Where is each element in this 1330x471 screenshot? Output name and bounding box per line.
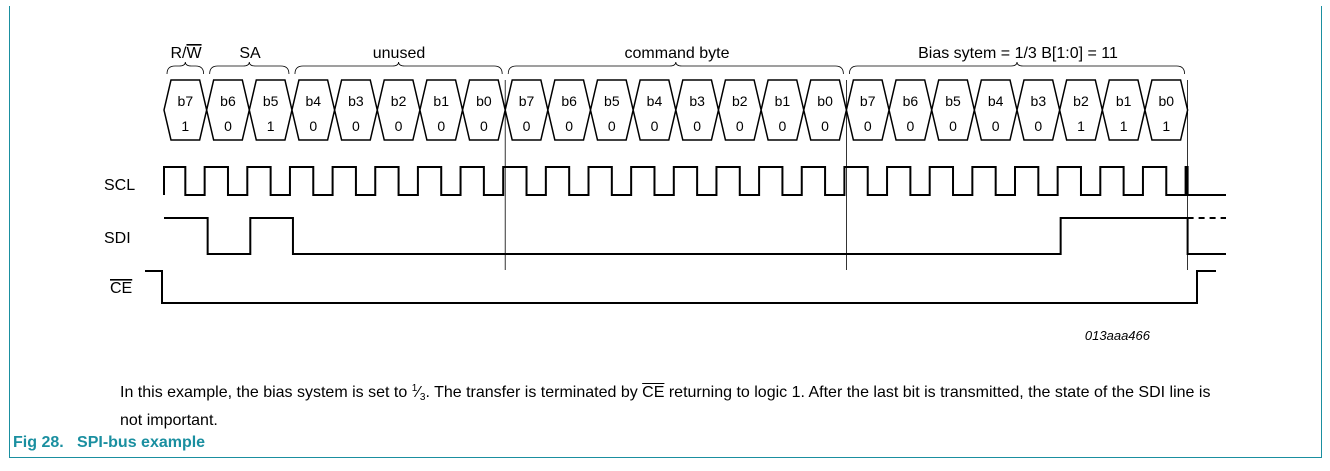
bit-name: b4: [988, 93, 1004, 109]
bit-name: b1: [775, 93, 791, 109]
bit-value: 1: [267, 118, 275, 134]
group-braces: [166, 61, 1185, 75]
bit-value: 0: [736, 118, 744, 134]
signal-label-sdi: SDI: [104, 230, 131, 247]
figure-frame: [9, 6, 1322, 458]
bit-name: b0: [476, 93, 492, 109]
signal-label-scl: SCL: [104, 177, 135, 194]
group-brace: [209, 61, 290, 75]
group-brace: [849, 61, 1185, 75]
figure-title: Fig 28. SPI-bus example: [13, 434, 206, 451]
bit-name: b4: [305, 93, 321, 109]
figure-caption: In this example, the bias system is set …: [120, 383, 1211, 429]
bit-value: 0: [565, 118, 573, 134]
bit-name: b6: [903, 93, 919, 109]
ce-waveform: [145, 270, 1216, 304]
bit-value: 0: [1034, 118, 1042, 134]
bit-value: 1: [181, 118, 189, 134]
bit-name: b7: [178, 93, 194, 109]
group-label-bias-system: Bias sytem = 1/3 B[1:0] = 11: [918, 45, 1118, 62]
bit-name: b5: [263, 93, 279, 109]
bit-value: 0: [864, 118, 872, 134]
bit-name: b3: [689, 93, 705, 109]
bit-value: 0: [651, 118, 659, 134]
bit-name: b0: [1158, 93, 1174, 109]
group-label-command-byte: command byte: [625, 45, 730, 62]
bit-name: b3: [1031, 93, 1047, 109]
spi-timing-diagram: R/W SA unused command byte Bias sytem = …: [104, 45, 1226, 343]
sdi-waveform: [164, 217, 1226, 255]
bit-value: 0: [906, 118, 914, 134]
group-brace: [294, 61, 503, 75]
group-brace: [507, 61, 844, 75]
bit-value: 0: [309, 118, 317, 134]
bit-name: b6: [561, 93, 577, 109]
bit-value: 0: [608, 118, 616, 134]
bit-name: b1: [1116, 93, 1132, 109]
group-label-rw: R/W: [170, 45, 202, 62]
bit-name: b7: [519, 93, 535, 109]
bit-name: b2: [732, 93, 748, 109]
bit-value: 0: [224, 118, 232, 134]
bit-hexagons: b7 1 b6 0 b5 1 b4 0 b3 0 b2 0 b1 0 b0 0 b7 0 b6 0 b5 0 b4 0 b3 0 b…: [163, 79, 1189, 141]
bit-value: 0: [437, 118, 445, 134]
bit-name: b6: [220, 93, 236, 109]
bit-value: 0: [949, 118, 957, 134]
bit-value: 0: [395, 118, 403, 134]
bit-value: 1: [1077, 118, 1085, 134]
bit-value: 0: [779, 118, 787, 134]
bit-value: 0: [821, 118, 829, 134]
bit-value: 0: [693, 118, 701, 134]
bit-value: 0: [992, 118, 1000, 134]
bit-name: b2: [391, 93, 407, 109]
bit-name: b7: [860, 93, 876, 109]
group-brace: [166, 61, 205, 75]
bit-name: b5: [945, 93, 961, 109]
bit-name: b5: [604, 93, 620, 109]
bit-name: b0: [817, 93, 833, 109]
figure-reference-id: 013aaa466: [1085, 328, 1151, 343]
scl-waveform: [163, 166, 1226, 196]
bit-name: b3: [348, 93, 364, 109]
group-label-sa: SA: [239, 45, 261, 62]
bit-value: 0: [523, 118, 531, 134]
group-label-unused: unused: [373, 45, 426, 62]
bit-value: 1: [1120, 118, 1128, 134]
bit-cell-outlines: [163, 79, 1189, 141]
signal-label-ce: CE: [110, 280, 132, 297]
bit-name: b1: [433, 93, 449, 109]
bit-name: b4: [647, 93, 663, 109]
bit-value: 0: [352, 118, 360, 134]
bit-value: 0: [480, 118, 488, 134]
fraction-one-third: 1⁄3: [411, 383, 426, 403]
bit-value: 1: [1162, 118, 1170, 134]
bit-name: b2: [1073, 93, 1089, 109]
